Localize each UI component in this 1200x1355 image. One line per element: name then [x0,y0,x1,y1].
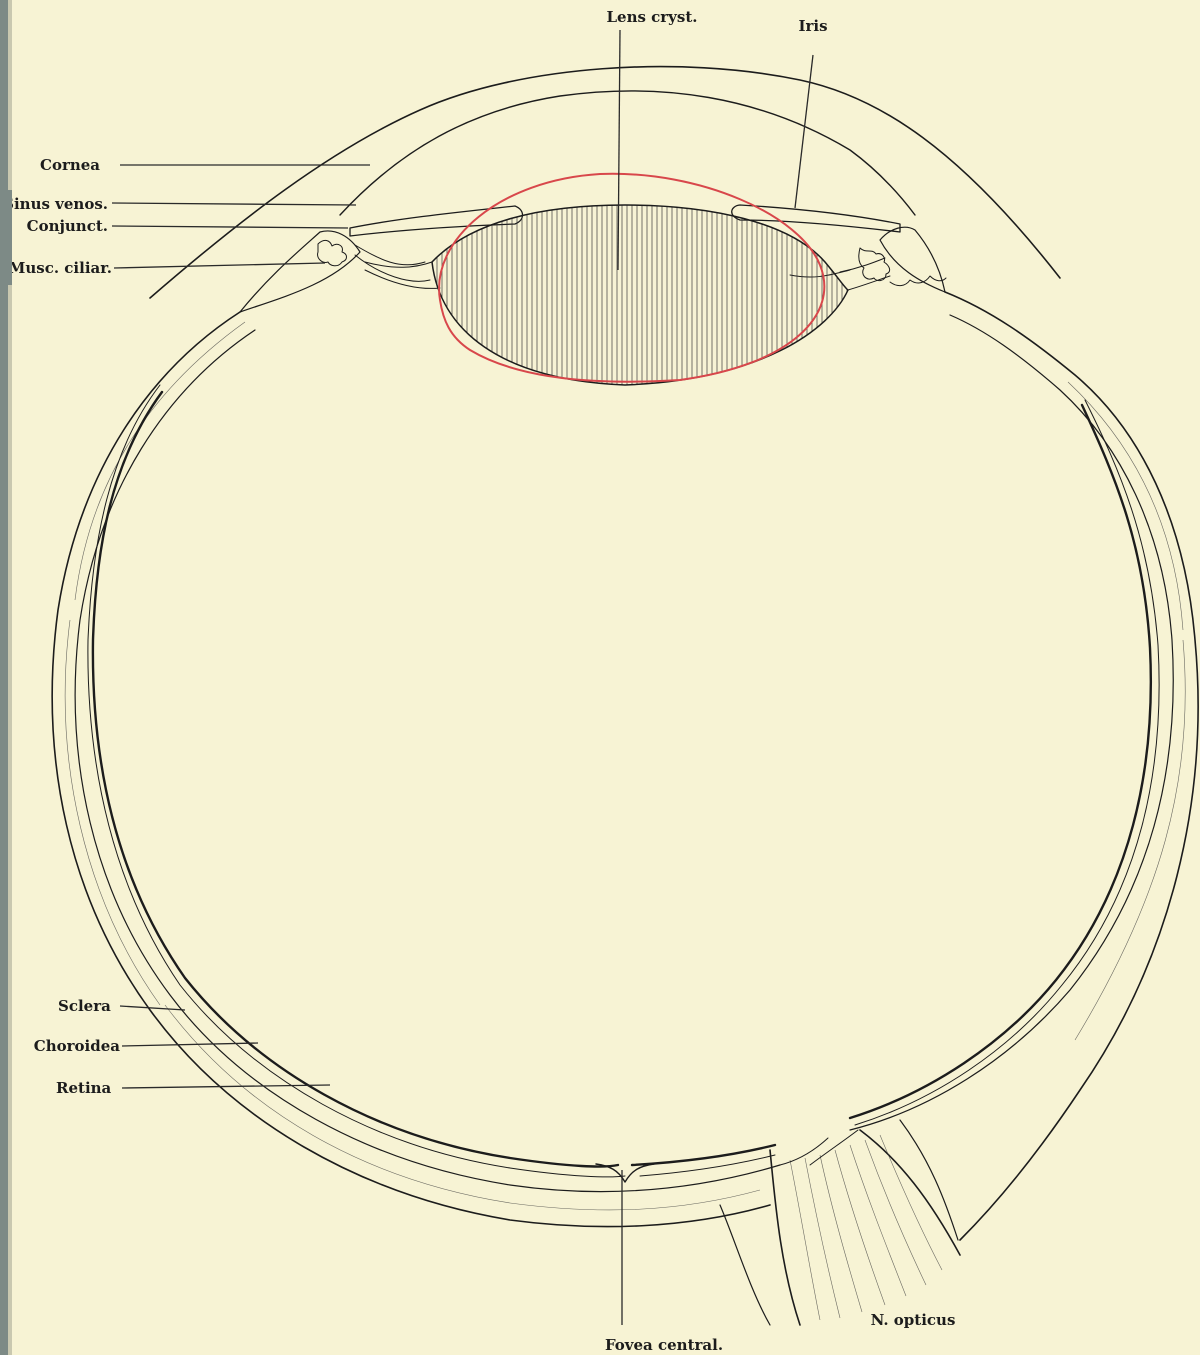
label-conjunctiva: Conjunct. [27,217,108,235]
label-sinus-venosus: Sinus venos. [3,195,108,213]
leader-sinus-venosus [112,203,356,205]
optic-nerve [720,1120,960,1325]
label-iris: Iris [798,17,827,35]
leader-retina [122,1085,330,1088]
label-retina: Retina [56,1079,112,1097]
label-optic-nerve: N. opticus [871,1311,956,1329]
label-fovea: Fovea central. [605,1336,723,1354]
label-choroidea: Choroidea [34,1037,120,1055]
leader-musc-ciliaris [114,263,325,268]
ciliary-body-left [240,231,430,312]
sclera [52,292,1198,1240]
leader-sclera [120,1006,185,1010]
label-sclera: Sclera [58,997,111,1015]
leader-conjunctiva [112,226,348,228]
label-lens: Lens cryst. [606,8,697,26]
label-musc-ciliaris: Musc. ciliar. [9,259,112,277]
leader-iris [795,55,813,208]
retina [93,392,1151,1167]
lens-crystallina [365,200,890,390]
binding-edge-mask [0,190,12,285]
label-cornea: Cornea [40,156,100,174]
